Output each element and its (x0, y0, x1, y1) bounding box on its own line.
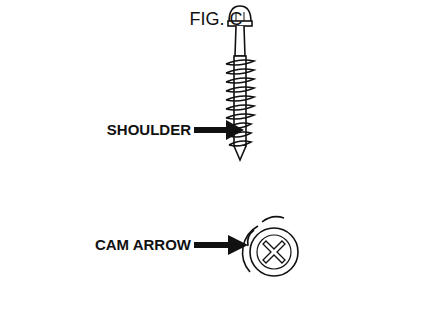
thread-stroke (226, 60, 254, 65)
thread-stroke (226, 69, 254, 74)
thread-stroke (229, 141, 251, 146)
thread-stroke (226, 87, 254, 92)
part-label: CAM ARROW (95, 237, 191, 252)
screw-threads (226, 60, 254, 146)
shoulder-arrow (194, 120, 244, 140)
thread-stroke (226, 105, 254, 110)
thread-stroke (226, 114, 254, 119)
thread-stroke (226, 96, 254, 101)
figure-label: FIG. C (190, 10, 243, 28)
cam-fitting (243, 217, 298, 276)
part-label: SHOULDER (107, 122, 191, 137)
thread-stroke (226, 78, 254, 83)
cam-arrow-pointer (194, 235, 248, 255)
